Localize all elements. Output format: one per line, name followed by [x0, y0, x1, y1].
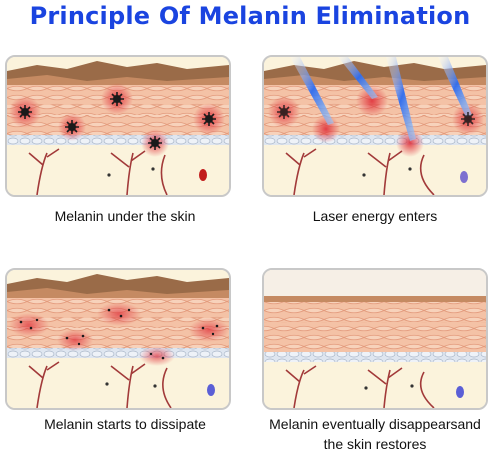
skin-diagram-2 — [264, 57, 486, 195]
caption-melanin-dissipating: Melanin starts to dissipate — [44, 416, 206, 432]
panel-skin-restored — [262, 268, 488, 410]
panel-melanin-under-skin — [5, 55, 231, 197]
caption-melanin-under-skin: Melanin under the skin — [54, 208, 196, 224]
skin-diagram-1 — [7, 57, 229, 195]
blood-vessels — [285, 148, 435, 195]
caption-laser-energy-enters: Laser energy enters — [312, 208, 438, 224]
caption-skin-restored-line2: the skin restores — [323, 436, 427, 452]
melanin-fragments — [19, 308, 219, 360]
caption-skin-restored: Melanin eventually disappearsand the ski… — [250, 414, 500, 454]
skin-diagram-4 — [264, 270, 486, 408]
blood-vessels — [28, 148, 168, 195]
caption-skin-restored-line1: Melanin eventually disappearsand — [269, 416, 481, 432]
laser-beams — [290, 57, 472, 141]
blood-vessels — [285, 365, 435, 408]
blood-vessels — [28, 361, 172, 408]
page-title: Principle Of Melanin Elimination — [29, 2, 471, 30]
skin-diagram-3 — [7, 270, 229, 408]
panel-melanin-dissipating — [5, 268, 231, 410]
panel-laser-energy-enters — [262, 55, 488, 197]
